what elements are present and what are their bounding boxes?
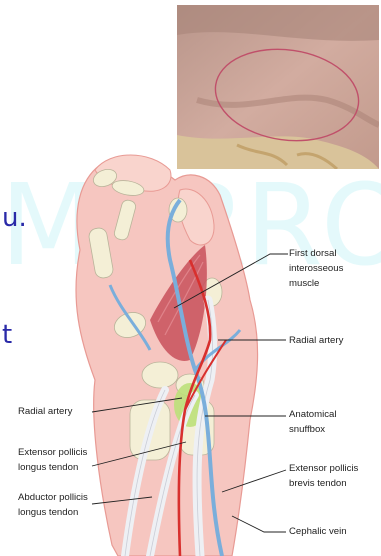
label-cephalic-vein: Cephalic vein [289, 524, 347, 539]
label-first-dorsal-interosseous: First dorsal interosseous muscle [289, 246, 343, 291]
label-extensor-pollicis-longus: Extensor pollicis longus tendon [18, 445, 87, 475]
label-radial-artery-right: Radial artery [289, 333, 343, 348]
hand-skin-silhouette [76, 158, 258, 556]
label-extensor-pollicis-brevis: Extensor pollicis brevis tendon [289, 461, 358, 491]
label-abductor-pollicis-longus: Abductor pollicis longus tendon [18, 490, 88, 520]
label-radial-artery-left: Radial artery [18, 404, 72, 419]
label-anatomical-snuffbox: Anatomical snuffbox [289, 407, 336, 437]
